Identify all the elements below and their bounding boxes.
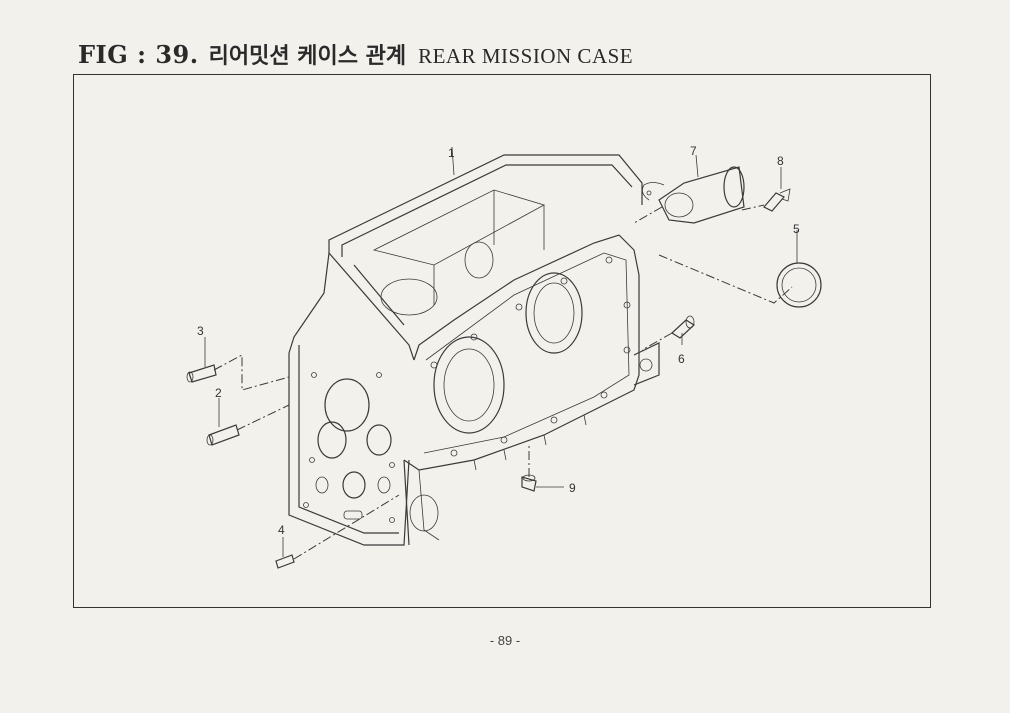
diagram-frame: 1 2 3 4 5 6 7 8 9 [73, 74, 931, 608]
part-5-ring [776, 262, 822, 308]
callout-labels: 1 2 3 4 5 6 7 8 9 [197, 144, 800, 537]
part-7-cover [641, 166, 745, 224]
figure-number: FIG : 39. [78, 40, 199, 69]
part-6-stud [671, 315, 695, 339]
callout-3: 3 [197, 324, 204, 338]
part-2-stud [206, 424, 240, 446]
callout-8: 8 [777, 154, 784, 168]
part-4-pin [275, 554, 295, 569]
exploded-parts-diagram: 1 2 3 4 5 6 7 8 9 [186, 144, 822, 569]
part-3-stud [186, 364, 217, 383]
callout-5: 5 [793, 222, 800, 236]
callout-4: 4 [278, 523, 285, 537]
part-9-plug [521, 474, 537, 492]
callout-1: 1 [448, 146, 455, 160]
figure-title: FIG : 39. 리어밋션 케이스 관계 REAR MISSION CASE [78, 38, 633, 70]
page-number: - 89 - [489, 633, 521, 648]
callout-6: 6 [678, 352, 685, 366]
assembly-lines [213, 204, 793, 560]
figure-title-english: REAR MISSION CASE [418, 44, 634, 68]
callout-2: 2 [215, 386, 222, 400]
callout-9: 9 [569, 481, 576, 495]
rear-mission-case [288, 154, 660, 546]
leader-lines [204, 146, 798, 557]
callout-7: 7 [690, 144, 697, 158]
part-8-bolt [763, 188, 791, 212]
figure-title-korean: 리어밋션 케이스 관계 [208, 44, 407, 69]
